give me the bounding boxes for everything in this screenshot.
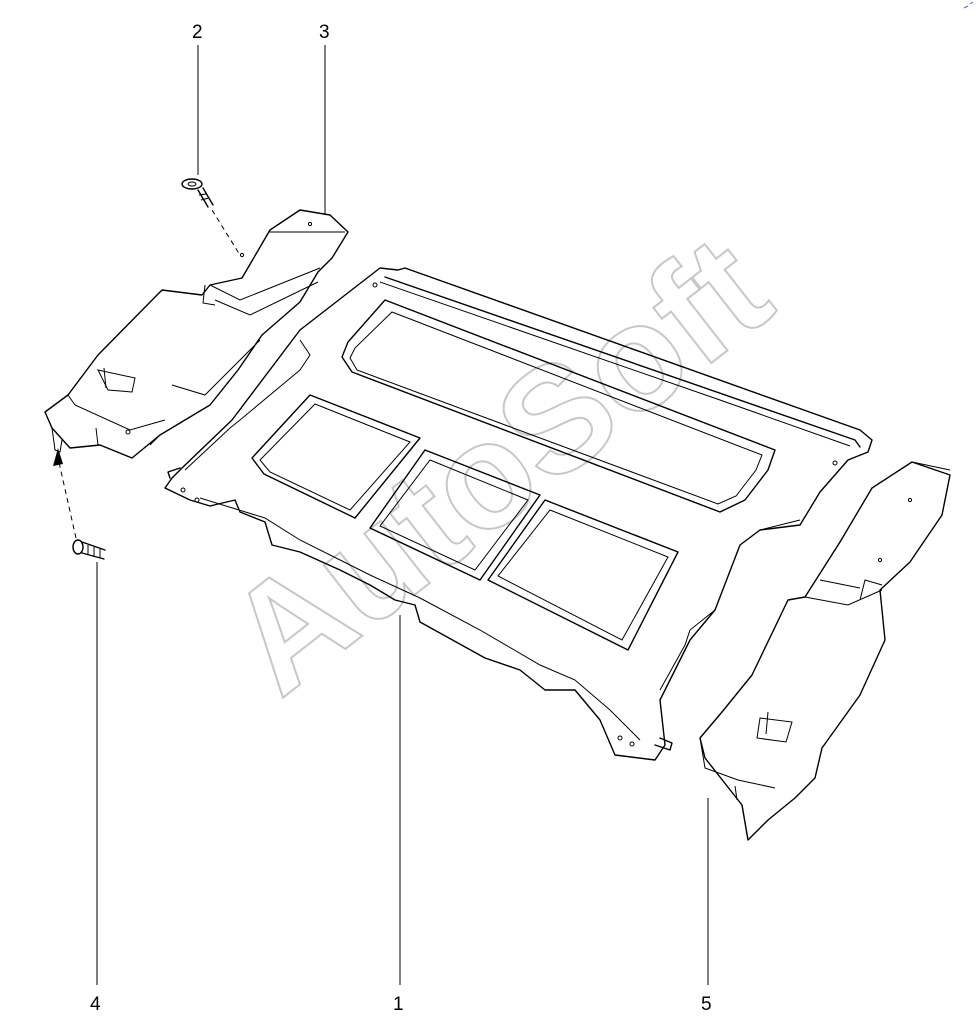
leader-lines: [96, 45, 709, 985]
corner-mark: [963, 1, 974, 9]
callout-4: 4: [90, 994, 101, 1015]
part-1-shelf-panel: [164, 267, 873, 761]
part-3-left-side-trim: [44, 209, 349, 459]
callout-3: 3: [319, 22, 330, 43]
part-5-right-side-trim: [699, 461, 951, 841]
callout-1: 1: [393, 994, 404, 1015]
callout-labels: 1 2 3 4 5: [90, 22, 712, 1015]
part-2-clip: [181, 178, 241, 256]
callout-5: 5: [701, 994, 712, 1015]
callout-2: 2: [192, 22, 203, 43]
part-4-screw: [53, 448, 106, 560]
